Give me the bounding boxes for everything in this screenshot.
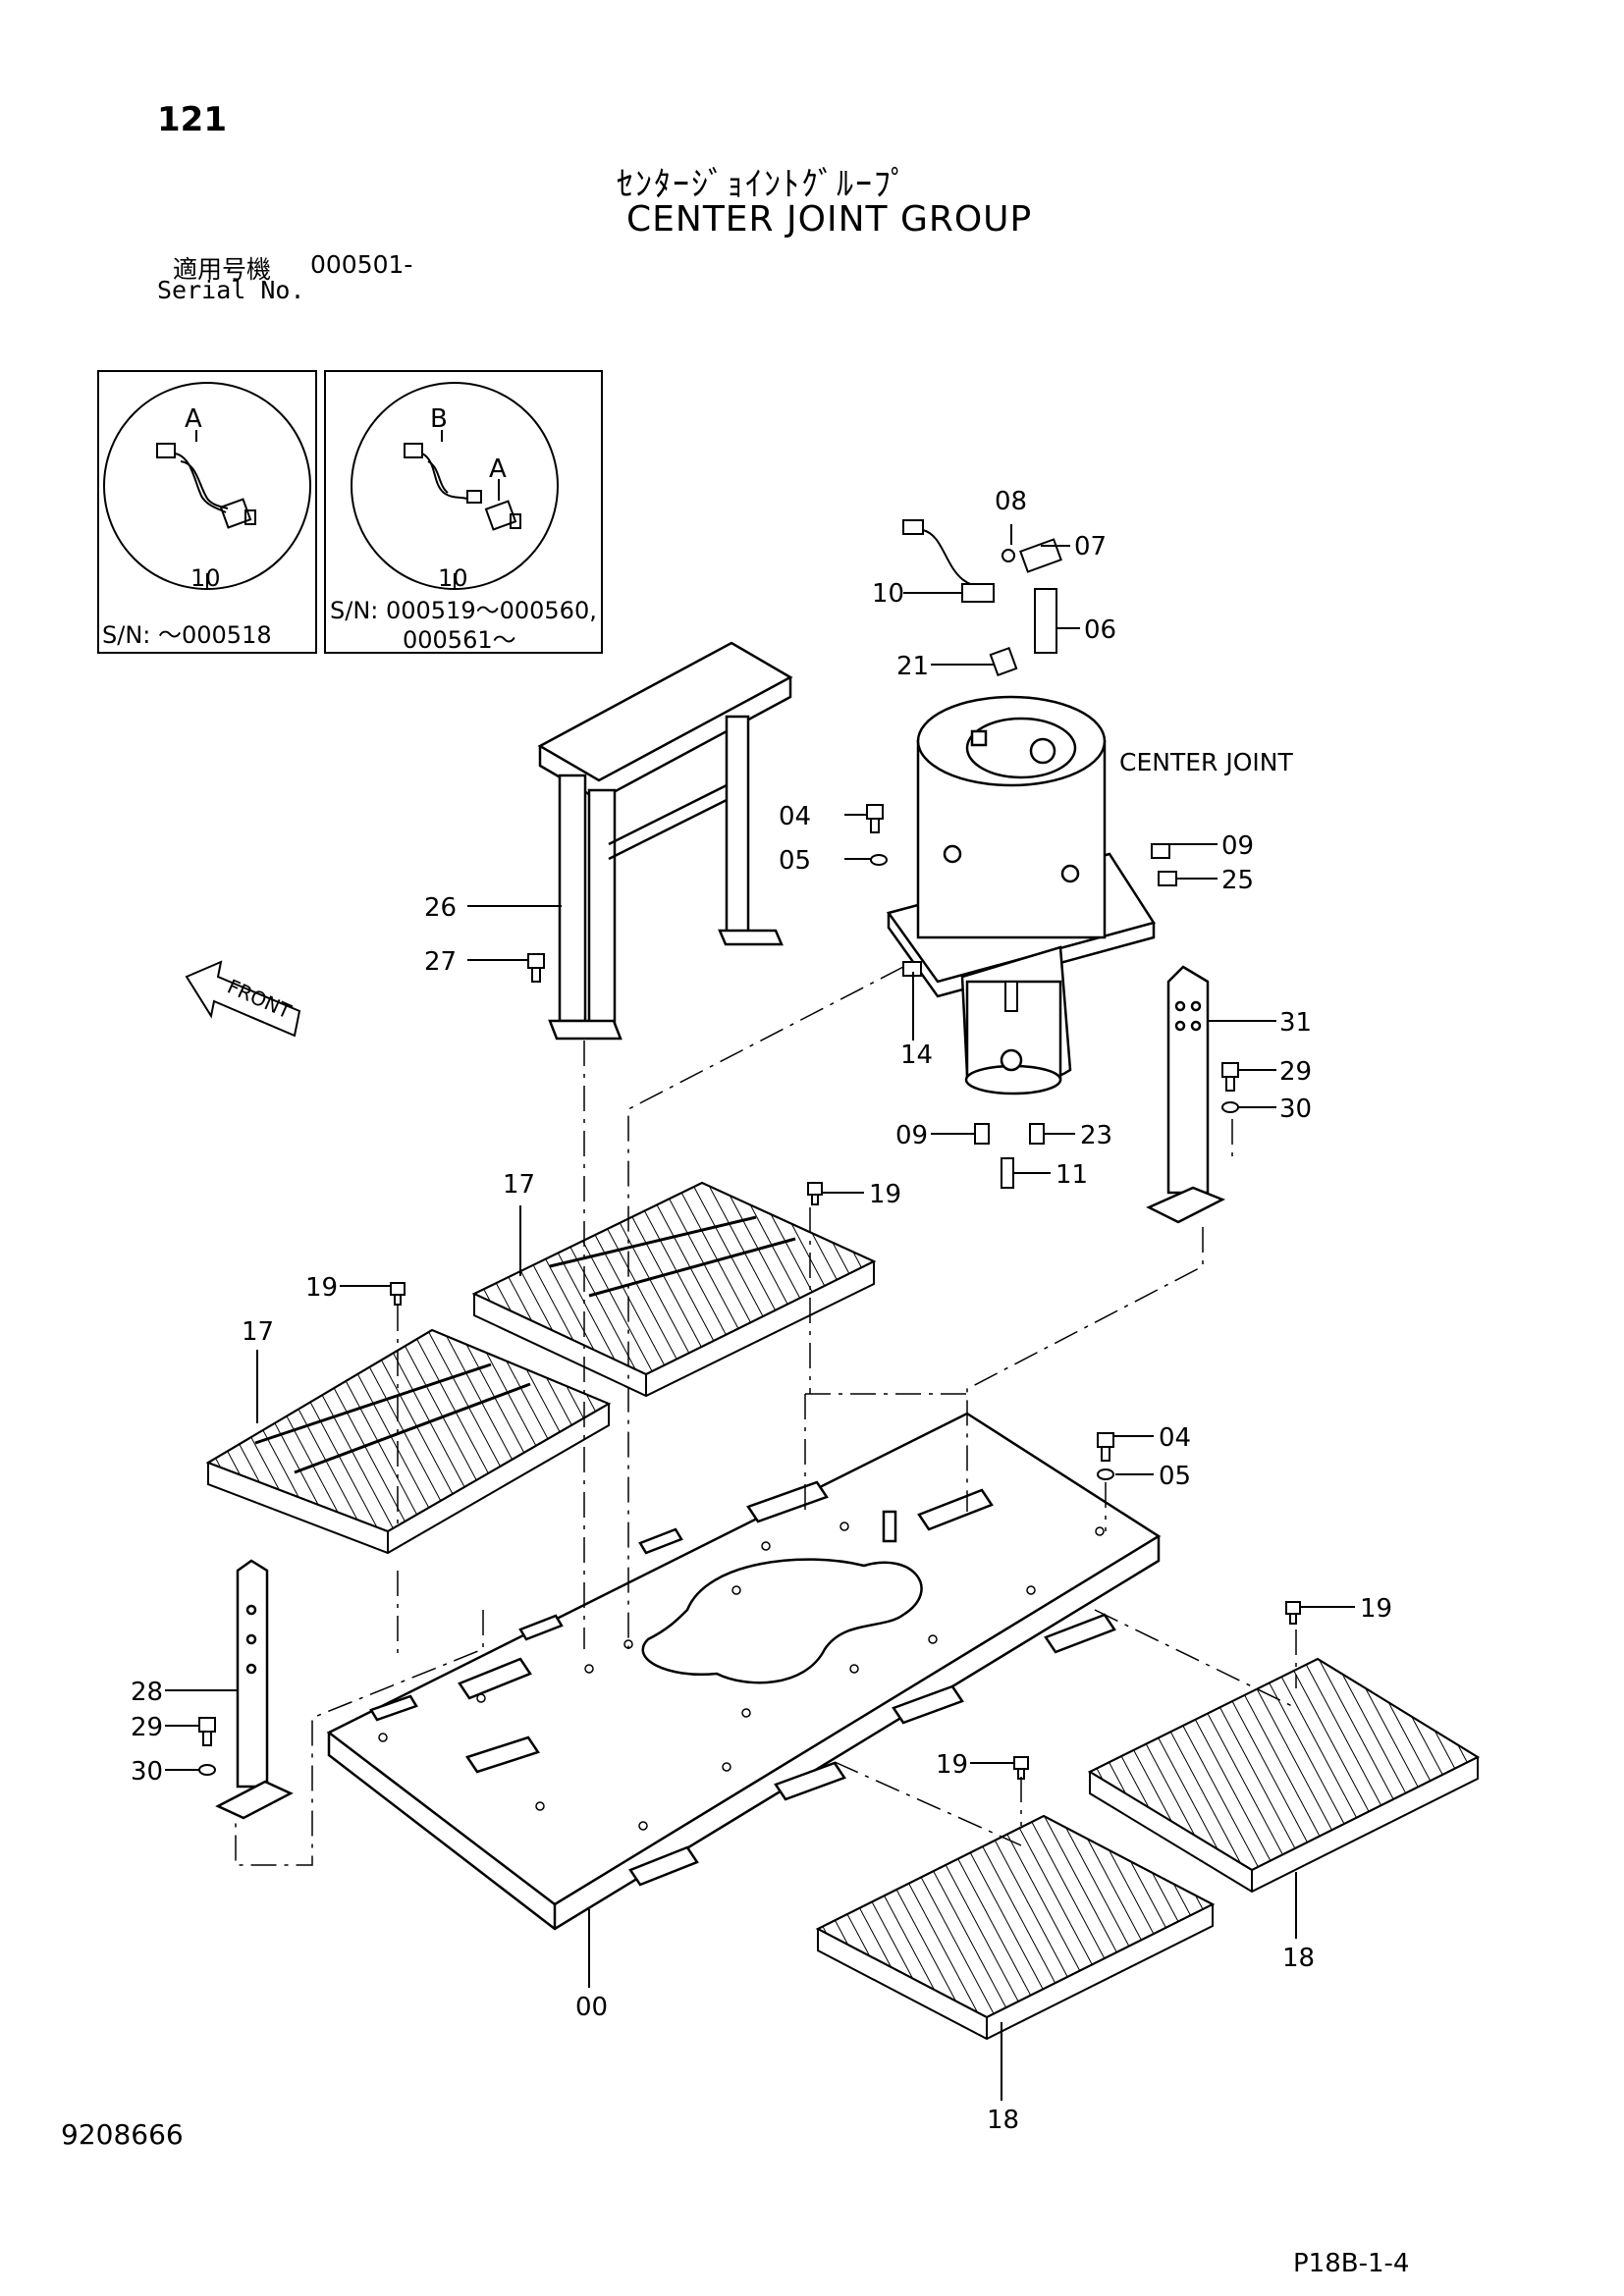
inset2-serial-range-line2: 000561～ xyxy=(403,626,516,654)
callout-05-base: 05 xyxy=(1159,1462,1191,1491)
document-number: 9208666 xyxy=(61,2118,184,2151)
callout-27: 27 xyxy=(424,947,457,977)
inset-box-early-serial xyxy=(97,370,317,654)
callout-28: 28 xyxy=(131,1678,163,1707)
callout-29-left: 29 xyxy=(131,1713,163,1742)
callout-29-right: 29 xyxy=(1279,1057,1312,1087)
fittings-stack xyxy=(902,519,1062,1012)
inset2-letter-a: A xyxy=(489,454,507,484)
inset-box-later-serial xyxy=(324,370,603,654)
inset1-letter-a: A xyxy=(185,404,202,434)
callout-21: 21 xyxy=(896,652,929,681)
callout-18-right: 18 xyxy=(1282,1944,1315,1973)
support-stand xyxy=(537,641,793,1041)
callout-23: 23 xyxy=(1080,1121,1112,1150)
callout-leader-lines xyxy=(165,524,1355,2101)
callout-14: 14 xyxy=(900,1041,933,1070)
callout-10: 10 xyxy=(872,579,904,609)
callout-19-right: 19 xyxy=(1360,1594,1392,1624)
callout-17-front: 17 xyxy=(242,1317,274,1347)
step-grating-lower xyxy=(815,1814,1216,2041)
title-japanese: ｾﾝﾀｰｼﾞｮｲﾝﾄｸﾞﾙｰﾌﾟ xyxy=(617,165,909,204)
callout-25: 25 xyxy=(1221,866,1254,895)
bracket-left xyxy=(215,1559,294,1820)
callout-19-rear: 19 xyxy=(869,1180,901,1209)
center-joint-body xyxy=(886,695,1156,1095)
inset2-letter-b: B xyxy=(430,404,448,434)
page-number: 121 xyxy=(157,100,227,139)
callout-26: 26 xyxy=(424,893,457,923)
callout-00: 00 xyxy=(575,1993,608,2022)
step-grating-front xyxy=(205,1328,612,1555)
callout-30-right: 30 xyxy=(1279,1095,1312,1124)
pressure-sensor-harness-icon xyxy=(404,443,521,531)
inset2-part-number: 10 xyxy=(438,564,468,592)
callout-31: 31 xyxy=(1279,1008,1312,1038)
serial-value: 000501- xyxy=(310,250,413,279)
callout-05: 05 xyxy=(779,846,811,876)
inset1-serial-range: S/N: ～000518 xyxy=(102,621,272,649)
step-grating-right xyxy=(1087,1657,1481,1894)
center-joint-label: CENTER JOINT xyxy=(1119,748,1293,776)
base-plate-holes xyxy=(378,1522,1105,1831)
callout-19-lower: 19 xyxy=(936,1750,968,1780)
callout-19-front: 19 xyxy=(305,1273,338,1303)
base-frame-plate xyxy=(326,1412,1162,1931)
page-code: P18B-1-4 xyxy=(1293,2249,1410,2278)
callout-04-base: 04 xyxy=(1159,1423,1191,1453)
serial-label: Serial No. xyxy=(157,276,305,304)
callout-09-upper: 09 xyxy=(1221,831,1254,861)
callout-17-rear: 17 xyxy=(503,1170,535,1200)
bracket-right xyxy=(1146,965,1226,1224)
callout-08: 08 xyxy=(995,487,1027,516)
front-direction-arrow xyxy=(185,960,301,1038)
callout-30-left: 30 xyxy=(131,1757,163,1787)
callout-numbers: 08 07 10 06 21 04 05 09 25 26 27 14 31 2… xyxy=(131,487,1392,2135)
callout-06: 06 xyxy=(1084,615,1116,645)
callout-09-lower: 09 xyxy=(895,1121,928,1150)
step-grating-rear xyxy=(471,1181,877,1398)
callout-11: 11 xyxy=(1056,1160,1088,1190)
inset1-part-number: 10 xyxy=(190,564,221,592)
callout-07: 07 xyxy=(1074,532,1107,561)
inset2-serial-range-line1: S/N: 000519～000560, xyxy=(330,597,597,624)
serial-label-japanese: 適用号機 xyxy=(173,255,272,284)
assembly-guide-lines xyxy=(235,966,1297,1866)
callout-18-lower: 18 xyxy=(987,2106,1019,2135)
page-title: CENTER JOINT GROUP xyxy=(626,199,1033,240)
callout-04: 04 xyxy=(779,802,811,831)
pressure-sensor-harness-icon xyxy=(156,443,256,529)
